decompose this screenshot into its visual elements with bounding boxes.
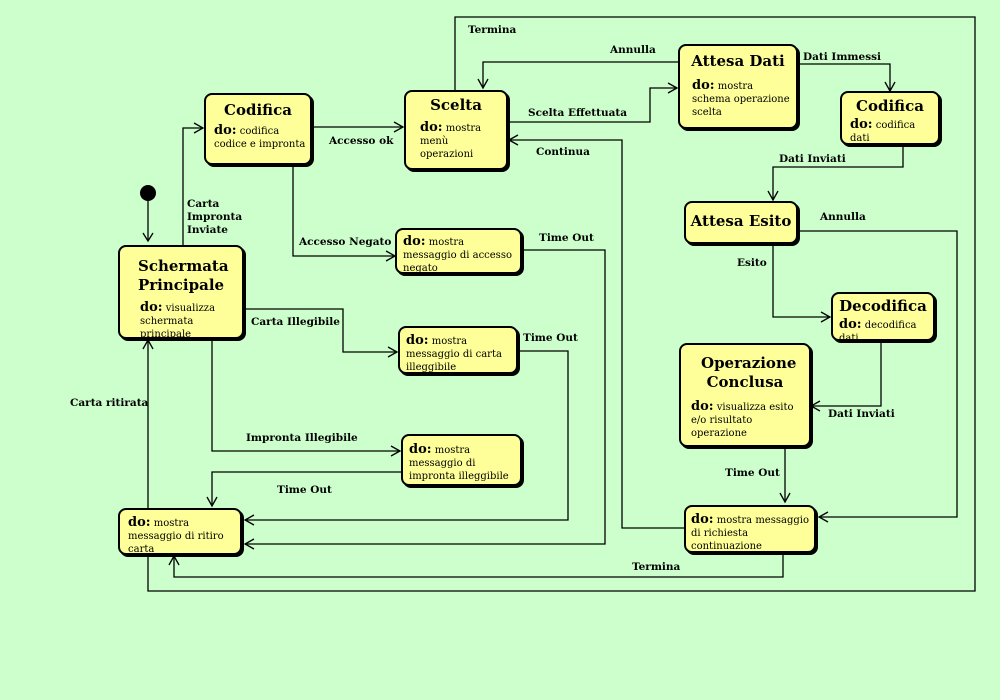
edge-continua	[510, 139, 685, 529]
state-impronta-illeggibile: do: mostra messaggio di impronta illeggi…	[401, 434, 522, 486]
label-accesso-negato: Accesso Negato	[299, 236, 392, 248]
edge-carta-impronta-inviate	[182, 127, 202, 245]
state-title: Codifica	[224, 101, 292, 119]
edge-dati-inviati-2	[812, 341, 882, 407]
edge-annulla-right	[798, 230, 958, 518]
label-carta-ritirata: Carta ritirata	[70, 397, 149, 409]
state-activity: do: codifica codice e impronta	[214, 123, 306, 150]
state-codifica-2: Codifica do: codifica dati	[840, 91, 940, 145]
label-carta-impronta-inviate: Carta Impronta Inviate	[187, 198, 243, 236]
state-activity: do: decodifica dati	[839, 317, 917, 344]
label-termina-bottom: Termina	[632, 561, 681, 573]
edge-impronta-illeggibile	[211, 339, 399, 452]
edge-termina-bottom	[173, 553, 784, 578]
edge-scelta-effettuata	[508, 87, 676, 123]
state-activity: do: mostra messaggio di richiesta contin…	[691, 512, 809, 552]
edge-annulla-top	[482, 61, 678, 87]
edge-termina-top	[147, 16, 976, 592]
state-activity: do: mostra messaggio di ritiro carta	[128, 515, 224, 555]
edge-carta-illeggibile	[244, 308, 396, 353]
state-title: Operazione Conclusa	[701, 354, 797, 391]
label-time-out-1: Time Out	[539, 232, 594, 244]
state-decodifica: Decodifica do: decodifica dati	[831, 292, 935, 344]
edge-dati-inviati-1	[772, 145, 904, 199]
label-dati-immessi: Dati Immessi	[803, 51, 882, 63]
label-annulla-right: Annulla	[820, 211, 866, 223]
label-time-out-4: Time Out	[725, 467, 780, 479]
label-dati-inviati-1: Dati Inviati	[779, 153, 846, 165]
state-activity: do: visualizza esito e/o risultato opera…	[691, 399, 794, 439]
label-time-out-3: Time Out	[277, 484, 332, 496]
label-termina-top: Termina	[468, 24, 517, 36]
state-title: Decodifica	[839, 297, 927, 315]
label-esito: Esito	[737, 257, 767, 269]
state-title: Attesa Dati	[691, 52, 785, 70]
state-activity: do: mostra messaggio di impronta illeggi…	[409, 442, 509, 482]
state-carta-illeggibile: do: mostra messaggio di carta illeggibil…	[398, 326, 518, 374]
state-accesso-negato: do: mostra messaggio di accesso negato	[395, 228, 522, 274]
label-impronta-illeggibile: Impronta Illegibile	[246, 432, 358, 444]
state-schermata-principale: Schermata Principale do: visualizza sche…	[118, 245, 244, 340]
state-operazione-conclusa: Operazione Conclusa do: visualizza esito…	[679, 343, 811, 447]
state-activity: do: mostra messaggio di carta illeggibil…	[406, 333, 502, 373]
state-title: Scelta	[430, 96, 482, 114]
state-activity: do: mostra messaggio di accesso negato	[403, 234, 512, 274]
state-title: Codifica	[856, 97, 924, 115]
state-activity: do: mostra schema operazione scelta	[692, 78, 790, 118]
label-annulla-top: Annulla	[610, 44, 656, 56]
edge-dati-immessi	[798, 63, 891, 90]
edge-accesso-negato	[292, 165, 394, 257]
initial-state-dot	[140, 185, 156, 201]
state-attesa-esito: Attesa Esito	[684, 201, 798, 244]
state-title: Attesa Esito	[690, 212, 792, 230]
state-attesa-dati: Attesa Dati do: mostra schema operazione…	[678, 44, 798, 129]
label-carta-illeggibile: Carta Illegibile	[251, 316, 340, 328]
label-scelta-effettuata: Scelta Effettuata	[528, 107, 628, 119]
edge-time-out-2	[246, 350, 569, 521]
state-title: Schermata Principale	[138, 257, 229, 294]
state-scelta: Scelta do: mostra menù operazioni	[404, 90, 508, 170]
edge-time-out-3	[211, 471, 402, 505]
label-accesso-ok: Accesso ok	[329, 135, 394, 147]
label-dati-inviati-2: Dati Inviati	[828, 408, 895, 420]
edge-esito	[772, 243, 829, 318]
state-richiesta-continuazione: do: mostra messaggio di richiesta contin…	[684, 505, 816, 553]
edge-time-out-1	[246, 249, 606, 545]
state-activity: do: codifica dati	[850, 117, 916, 144]
state-codifica-1: Codifica do: codifica codice e impronta	[204, 93, 312, 165]
state-ritiro-carta: do: mostra messaggio di ritiro carta	[118, 508, 242, 555]
label-continua: Continua	[536, 146, 590, 158]
state-activity: do: mostra menù operazioni	[420, 120, 482, 160]
label-time-out-2: Time Out	[523, 332, 578, 344]
state-activity: do: visualizza schermata principale	[140, 300, 216, 340]
